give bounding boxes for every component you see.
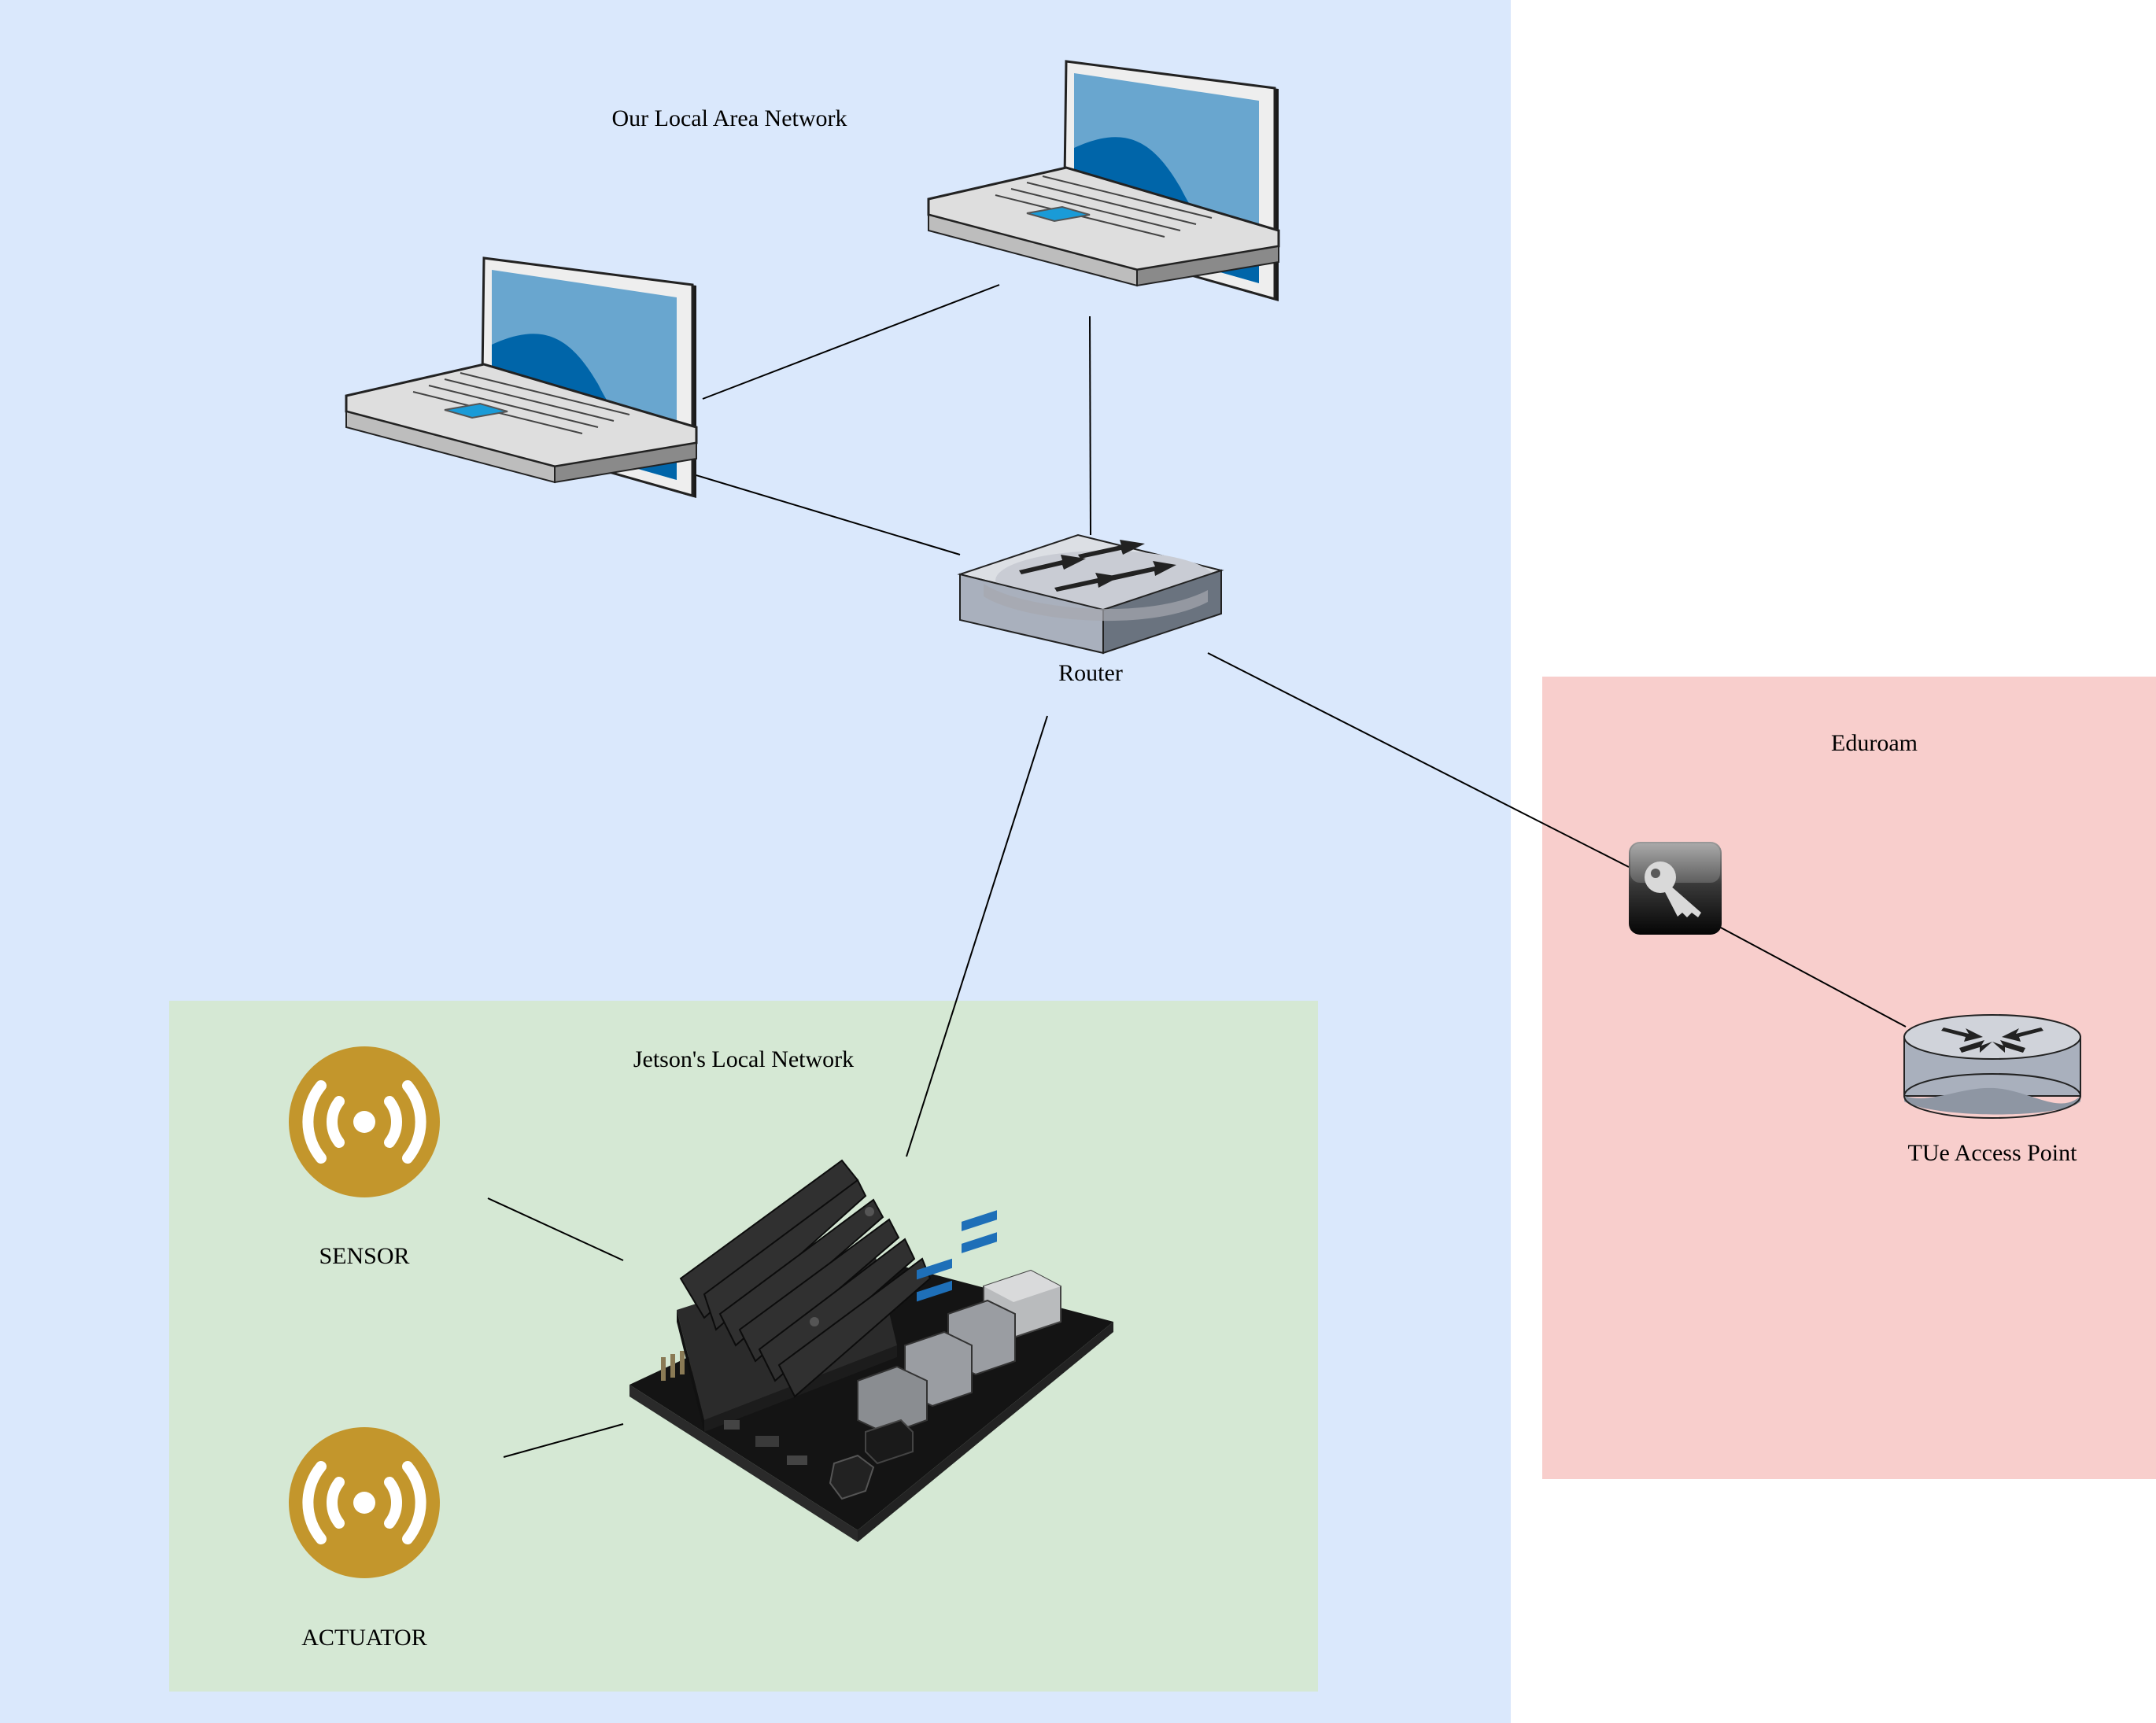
eduroam-zone-label: Eduroam [1831, 730, 1918, 756]
jetson-network-zone-label: Jetson's Local Network [633, 1046, 854, 1072]
edge-router-to-jetson [906, 715, 1048, 1157]
access-point-label: TUe Access Point [1908, 1140, 2078, 1166]
sensor-label: SENSOR [319, 1243, 409, 1269]
edge-key-to-access-point [1719, 926, 1907, 1028]
laptop-icon[interactable] [345, 256, 698, 498]
switch-icon[interactable] [957, 533, 1224, 655]
laptop-icon[interactable] [927, 60, 1280, 301]
wireless-actuator-icon[interactable] [289, 1427, 440, 1578]
lan-zone-label: Our Local Area Network [611, 105, 847, 131]
key-icon[interactable] [1629, 842, 1722, 935]
router-label: Router [1058, 660, 1123, 686]
wireless-sensor-icon[interactable] [289, 1046, 440, 1197]
edge-actuator-to-jetson [503, 1423, 624, 1458]
router-icon[interactable] [1903, 1014, 2081, 1119]
jetson-board-icon[interactable] [629, 1159, 1113, 1542]
edge-laptop-right-to-router [1089, 315, 1091, 536]
actuator-label: ACTUATOR [301, 1625, 426, 1651]
edge-sensor-to-jetson [487, 1197, 624, 1261]
edge-laptop-left-to-laptop-right [702, 284, 1000, 400]
edge-router-to-key [1207, 652, 1630, 868]
